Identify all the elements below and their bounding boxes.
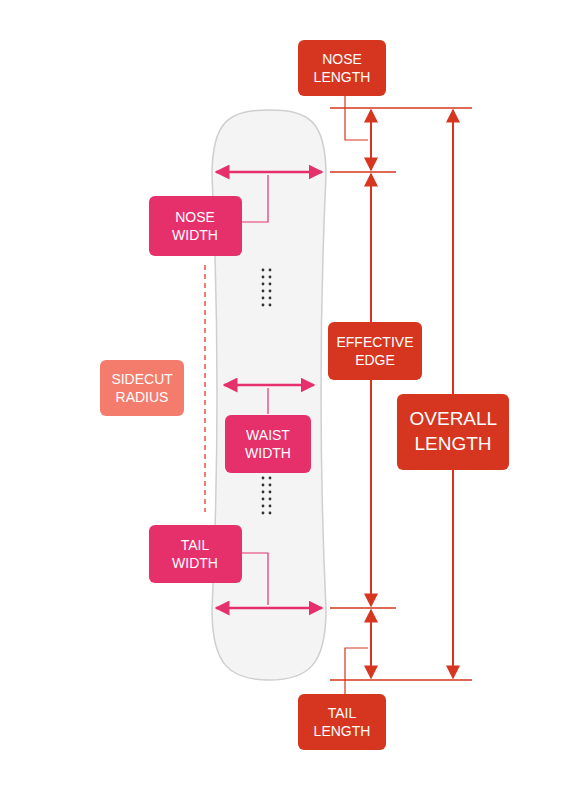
binding-hole (269, 477, 272, 480)
binding-hole (262, 491, 265, 494)
binding-hole (262, 304, 265, 307)
width-leaders (240, 175, 268, 605)
binding-hole (269, 276, 272, 279)
binding-hole (262, 512, 265, 515)
binding-hole (269, 512, 272, 515)
binding-hole (262, 290, 265, 293)
dimension-box: TAIL LENGTH (298, 694, 386, 750)
binding-hole (269, 269, 272, 272)
dimension-box: EFFECTIVE EDGE (328, 322, 422, 380)
dimension-label: WAIST WIDTH (245, 426, 291, 462)
dimension-box: NOSE LENGTH (298, 40, 386, 96)
dimension-box: OVERALL LENGTH (397, 394, 509, 470)
width-box: TAIL WIDTH (149, 525, 242, 583)
binding-hole (269, 498, 272, 501)
binding-holes (262, 269, 272, 515)
binding-hole (269, 484, 272, 487)
width-box: NOSE WIDTH (149, 196, 242, 256)
binding-hole (262, 505, 265, 508)
length-leaders (345, 96, 368, 694)
sidecut-line (204, 265, 206, 512)
binding-hole (262, 283, 265, 286)
binding-hole (262, 269, 265, 272)
radius-box: SIDECUT RADIUS (100, 360, 184, 416)
binding-hole (262, 477, 265, 480)
binding-hole (269, 297, 272, 300)
dimension-label: EFFECTIVE EDGE (336, 333, 413, 369)
binding-hole (262, 276, 265, 279)
binding-hole (262, 484, 265, 487)
width-box: WAIST WIDTH (225, 415, 311, 473)
binding-hole (269, 491, 272, 494)
binding-hole (269, 283, 272, 286)
dimension-label: SIDECUT RADIUS (111, 370, 172, 406)
dimension-label: NOSE LENGTH (314, 50, 371, 86)
dimension-label: OVERALL LENGTH (410, 407, 497, 456)
binding-hole (269, 505, 272, 508)
dimension-label: TAIL WIDTH (172, 536, 218, 572)
dimension-label: NOSE WIDTH (172, 208, 218, 244)
binding-hole (262, 297, 265, 300)
binding-hole (269, 304, 272, 307)
binding-hole (269, 290, 272, 293)
binding-hole (262, 498, 265, 501)
dimension-label: TAIL LENGTH (314, 704, 371, 740)
